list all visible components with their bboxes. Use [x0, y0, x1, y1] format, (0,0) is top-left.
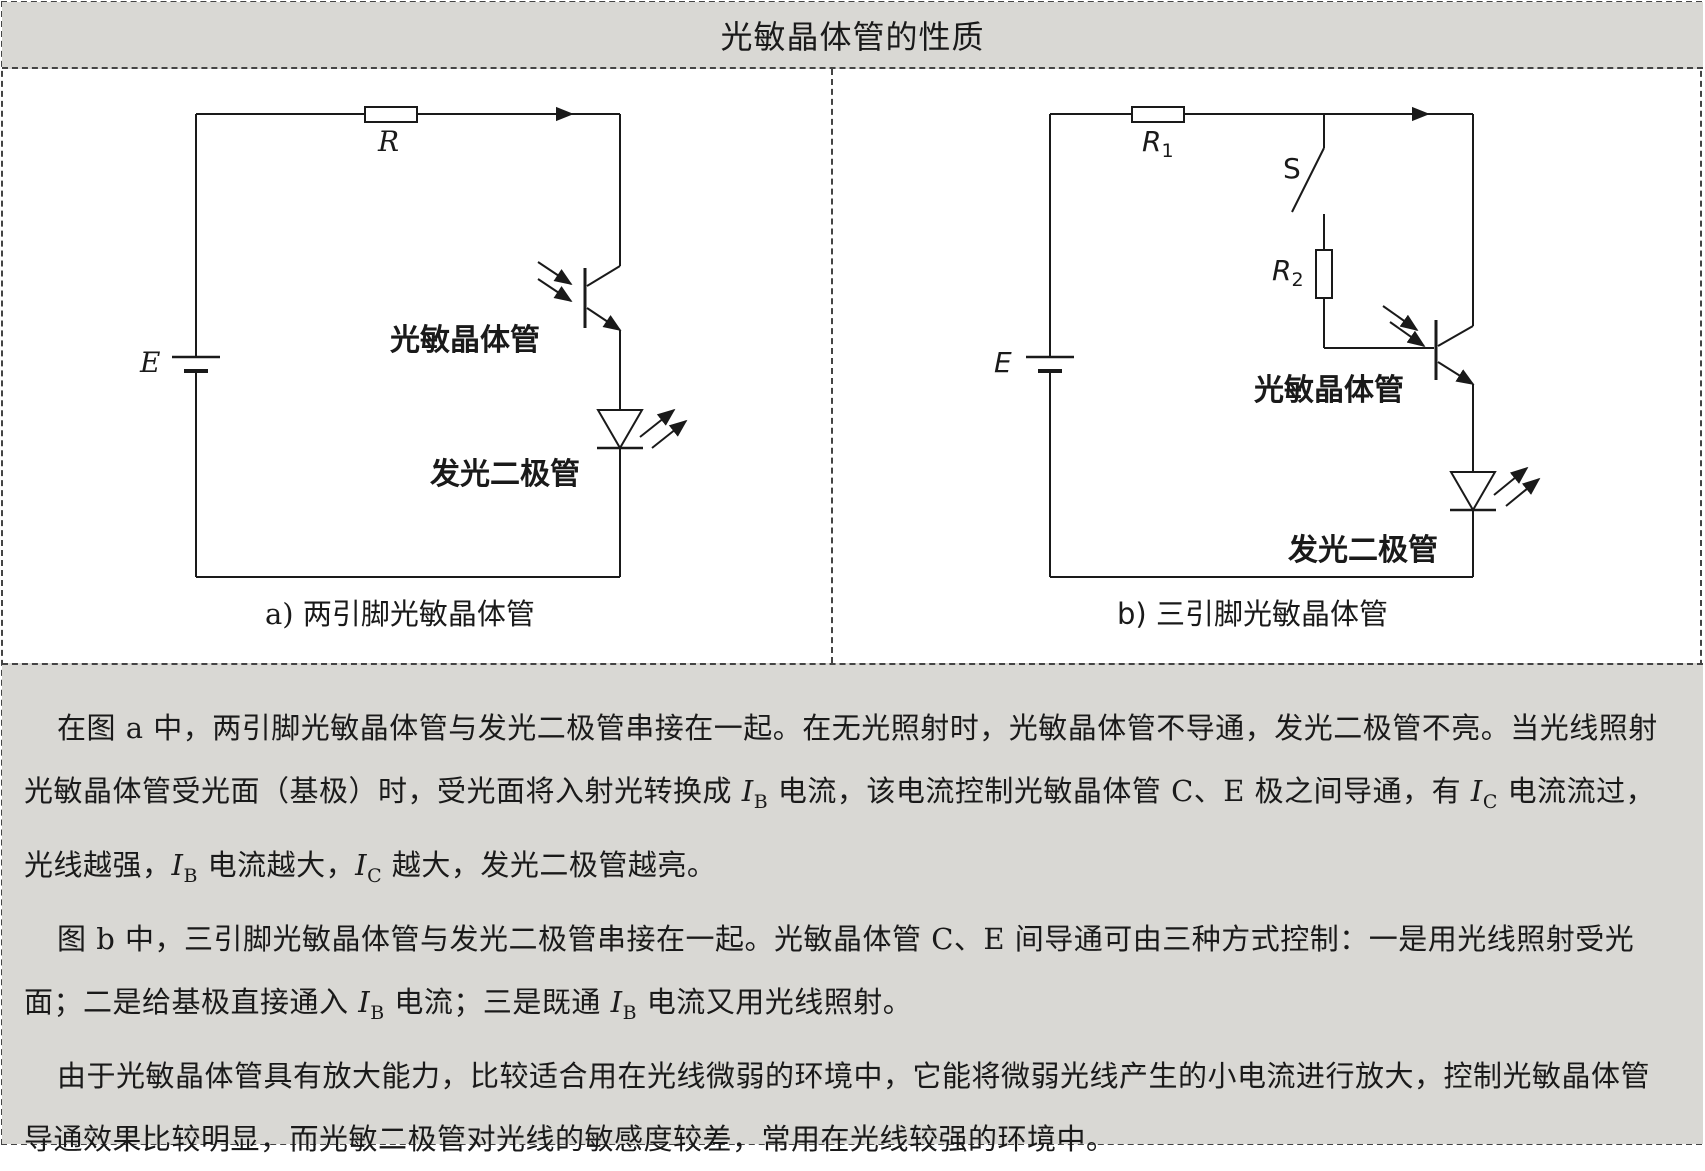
p1-text-b: 电流，该电流控制光敏晶体管 C、E 极之间导通，有 — [768, 774, 1471, 808]
p1-text-e: 越大，发光二极管越亮。 — [382, 848, 717, 882]
current-ib: IB — [358, 985, 384, 1024]
b-light-arrow-1 — [1382, 305, 1419, 332]
b-resistor1-letter: R — [1142, 125, 1161, 158]
current-ib: IB — [741, 774, 768, 813]
symbol-i: I — [610, 985, 623, 1019]
diagram-b — [1026, 106, 1541, 578]
page-title: 光敏晶体管的性质 — [2, 2, 1703, 69]
b-emitter — [1437, 361, 1475, 385]
b-collector — [1437, 325, 1474, 347]
a-light-arrow-1 — [537, 261, 573, 285]
a-led-label: 发光二极管 — [429, 457, 580, 492]
diagram-b-bold-labels: 光敏晶体管 发光二极管 — [1254, 373, 1438, 568]
symbol-sub-c: C — [1482, 791, 1498, 813]
symbol-i: I — [171, 848, 184, 882]
paragraph-1: 在图 a 中，两引脚光敏晶体管与发光二极管串接在一起。在无光照射时，光敏晶体管不… — [24, 697, 1679, 908]
symbol-sub-c: C — [367, 865, 383, 887]
symbol-sub-b: B — [183, 865, 198, 887]
b-resistor1-sub: 1 — [1161, 140, 1173, 162]
b-emit-arrow-2 — [1505, 477, 1541, 507]
symbol-sub-b: B — [622, 1002, 638, 1024]
b-resistor-2 — [1315, 249, 1333, 299]
b-transistor-label: 光敏晶体管 — [1254, 373, 1404, 408]
b-resistor2-letter: R — [1272, 254, 1291, 287]
current-ic: IC — [1470, 774, 1498, 813]
b-battery-label: E — [994, 346, 1012, 379]
symbol-sub-b: B — [370, 1002, 385, 1024]
circuit-diagrams: R E 光敏晶体管 发光二极管 a) 两引脚光敏晶体管 — [139, 106, 1541, 631]
a-transistor-label: 光敏晶体管 — [390, 323, 540, 358]
a-resistor — [364, 106, 418, 123]
symbol-i: I — [355, 848, 368, 882]
a-emit-arrow-1 — [639, 408, 676, 438]
explanation-panel: 在图 a 中，两引脚光敏晶体管与发光二极管串接在一起。在无光照射时，光敏晶体管不… — [2, 663, 1703, 1156]
b-resistor2-label: R2 — [1272, 254, 1304, 291]
symbol-i: I — [741, 774, 754, 808]
a-emitter — [586, 307, 622, 331]
p1-text-c: 电流流过，光线越强， — [24, 774, 1656, 882]
paragraph-3: 由于光敏晶体管具有放大能力，比较适合用在光线微弱的环境中，它能将微弱光线产生的小… — [24, 1059, 1651, 1156]
b-resistor1-label: R1 — [1142, 125, 1174, 162]
paragraph-2: 图 b 中，三引脚光敏晶体管与发光二极管串接在一起。光敏晶体管 C、E 间导通可… — [24, 908, 1679, 1045]
b-resistor-1 — [1131, 106, 1185, 123]
symbol-sub-b: B — [753, 791, 769, 813]
diagram-divider — [831, 69, 833, 663]
b-led-triangle — [1449, 471, 1497, 512]
b-switch-blade — [1291, 147, 1325, 213]
a-led-triangle — [596, 409, 644, 450]
current-ic: IC — [355, 848, 382, 887]
p2-text-b: 电流；三是既通 — [384, 985, 611, 1019]
diagram-a-labels: R E 光敏晶体管 发光二极管 a) 两引脚光敏晶体管 — [139, 125, 580, 631]
diagram-a — [172, 106, 688, 578]
a-collector — [586, 265, 621, 287]
p2-text-c: 电流又用光线照射。 — [637, 985, 913, 1019]
a-resistor-label: R — [377, 125, 399, 158]
b-emit-arrow-1 — [1493, 466, 1529, 496]
b-resistor2-sub: 2 — [1291, 269, 1303, 291]
b-light-arrow-2 — [1389, 321, 1426, 348]
symbol-i: I — [1470, 774, 1483, 808]
current-ib: IB — [610, 985, 637, 1024]
p2-text-a: 图 b 中，三引脚光敏晶体管与发光二极管串接在一起。光敏晶体管 C、E 间导通可… — [24, 922, 1635, 1019]
b-led-label: 发光二极管 — [1287, 533, 1438, 568]
b-caption: b) 三引脚光敏晶体管 — [1117, 597, 1388, 631]
a-light-arrow-2 — [537, 278, 573, 302]
p1-text-d: 电流越大， — [197, 848, 356, 882]
p1-text-a: 在图 a 中，两引脚光敏晶体管与发光二极管串接在一起。在无光照射时，光敏晶体管不… — [24, 711, 1658, 808]
b-switch-label: S — [1283, 152, 1301, 185]
title-text: 光敏晶体管的性质 — [720, 17, 985, 56]
a-caption: a) 两引脚光敏晶体管 — [265, 597, 535, 631]
symbol-i: I — [358, 985, 371, 1019]
diagram-b-labels: R1 S R2 E b) 三引脚光敏晶体管 — [994, 125, 1388, 631]
a-emit-arrow-2 — [651, 419, 688, 449]
current-ib: IB — [171, 848, 198, 887]
a-battery-label: E — [139, 346, 160, 379]
